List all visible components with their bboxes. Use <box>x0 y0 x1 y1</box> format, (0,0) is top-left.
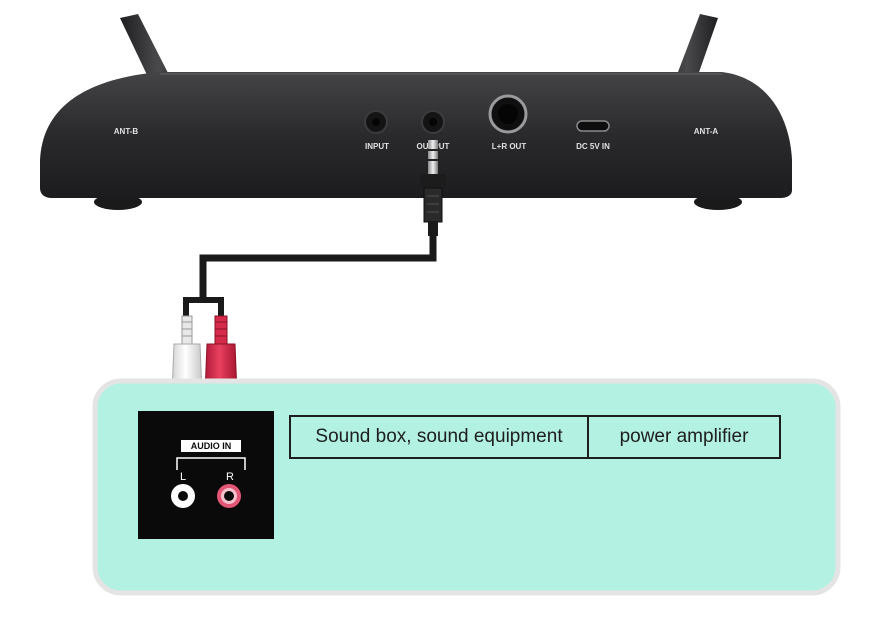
power-amplifier-label: power amplifier <box>619 426 749 447</box>
ant-a-label: ANT-A <box>694 127 719 136</box>
cable-split <box>183 297 224 316</box>
ant-b-label: ANT-B <box>114 127 139 136</box>
audio-in-title: AUDIO IN <box>191 441 232 451</box>
left-audio-jack <box>171 484 195 508</box>
dc-in-label: DC 5V IN <box>576 142 610 151</box>
right-audio-jack <box>217 484 241 508</box>
right-channel-label: R <box>226 471 234 483</box>
device-panel <box>92 378 841 596</box>
audio-in-panel: AUDIO IN L R <box>138 411 274 539</box>
lr-out-label: L+R OUT <box>492 142 527 151</box>
input-label: INPUT <box>365 142 389 151</box>
audio-cable <box>199 234 437 300</box>
mini-jack-plug <box>420 140 446 236</box>
device-label-table: Sound box, sound equipment power amplifi… <box>289 415 781 459</box>
input-jack <box>364 110 388 134</box>
receiver-body <box>40 72 792 198</box>
dc-in-port <box>576 120 610 132</box>
output-jack <box>421 110 445 134</box>
left-channel-label: L <box>180 471 186 483</box>
sound-box-label: Sound box, sound equipment <box>291 417 589 457</box>
lr-out-jack <box>488 94 528 134</box>
